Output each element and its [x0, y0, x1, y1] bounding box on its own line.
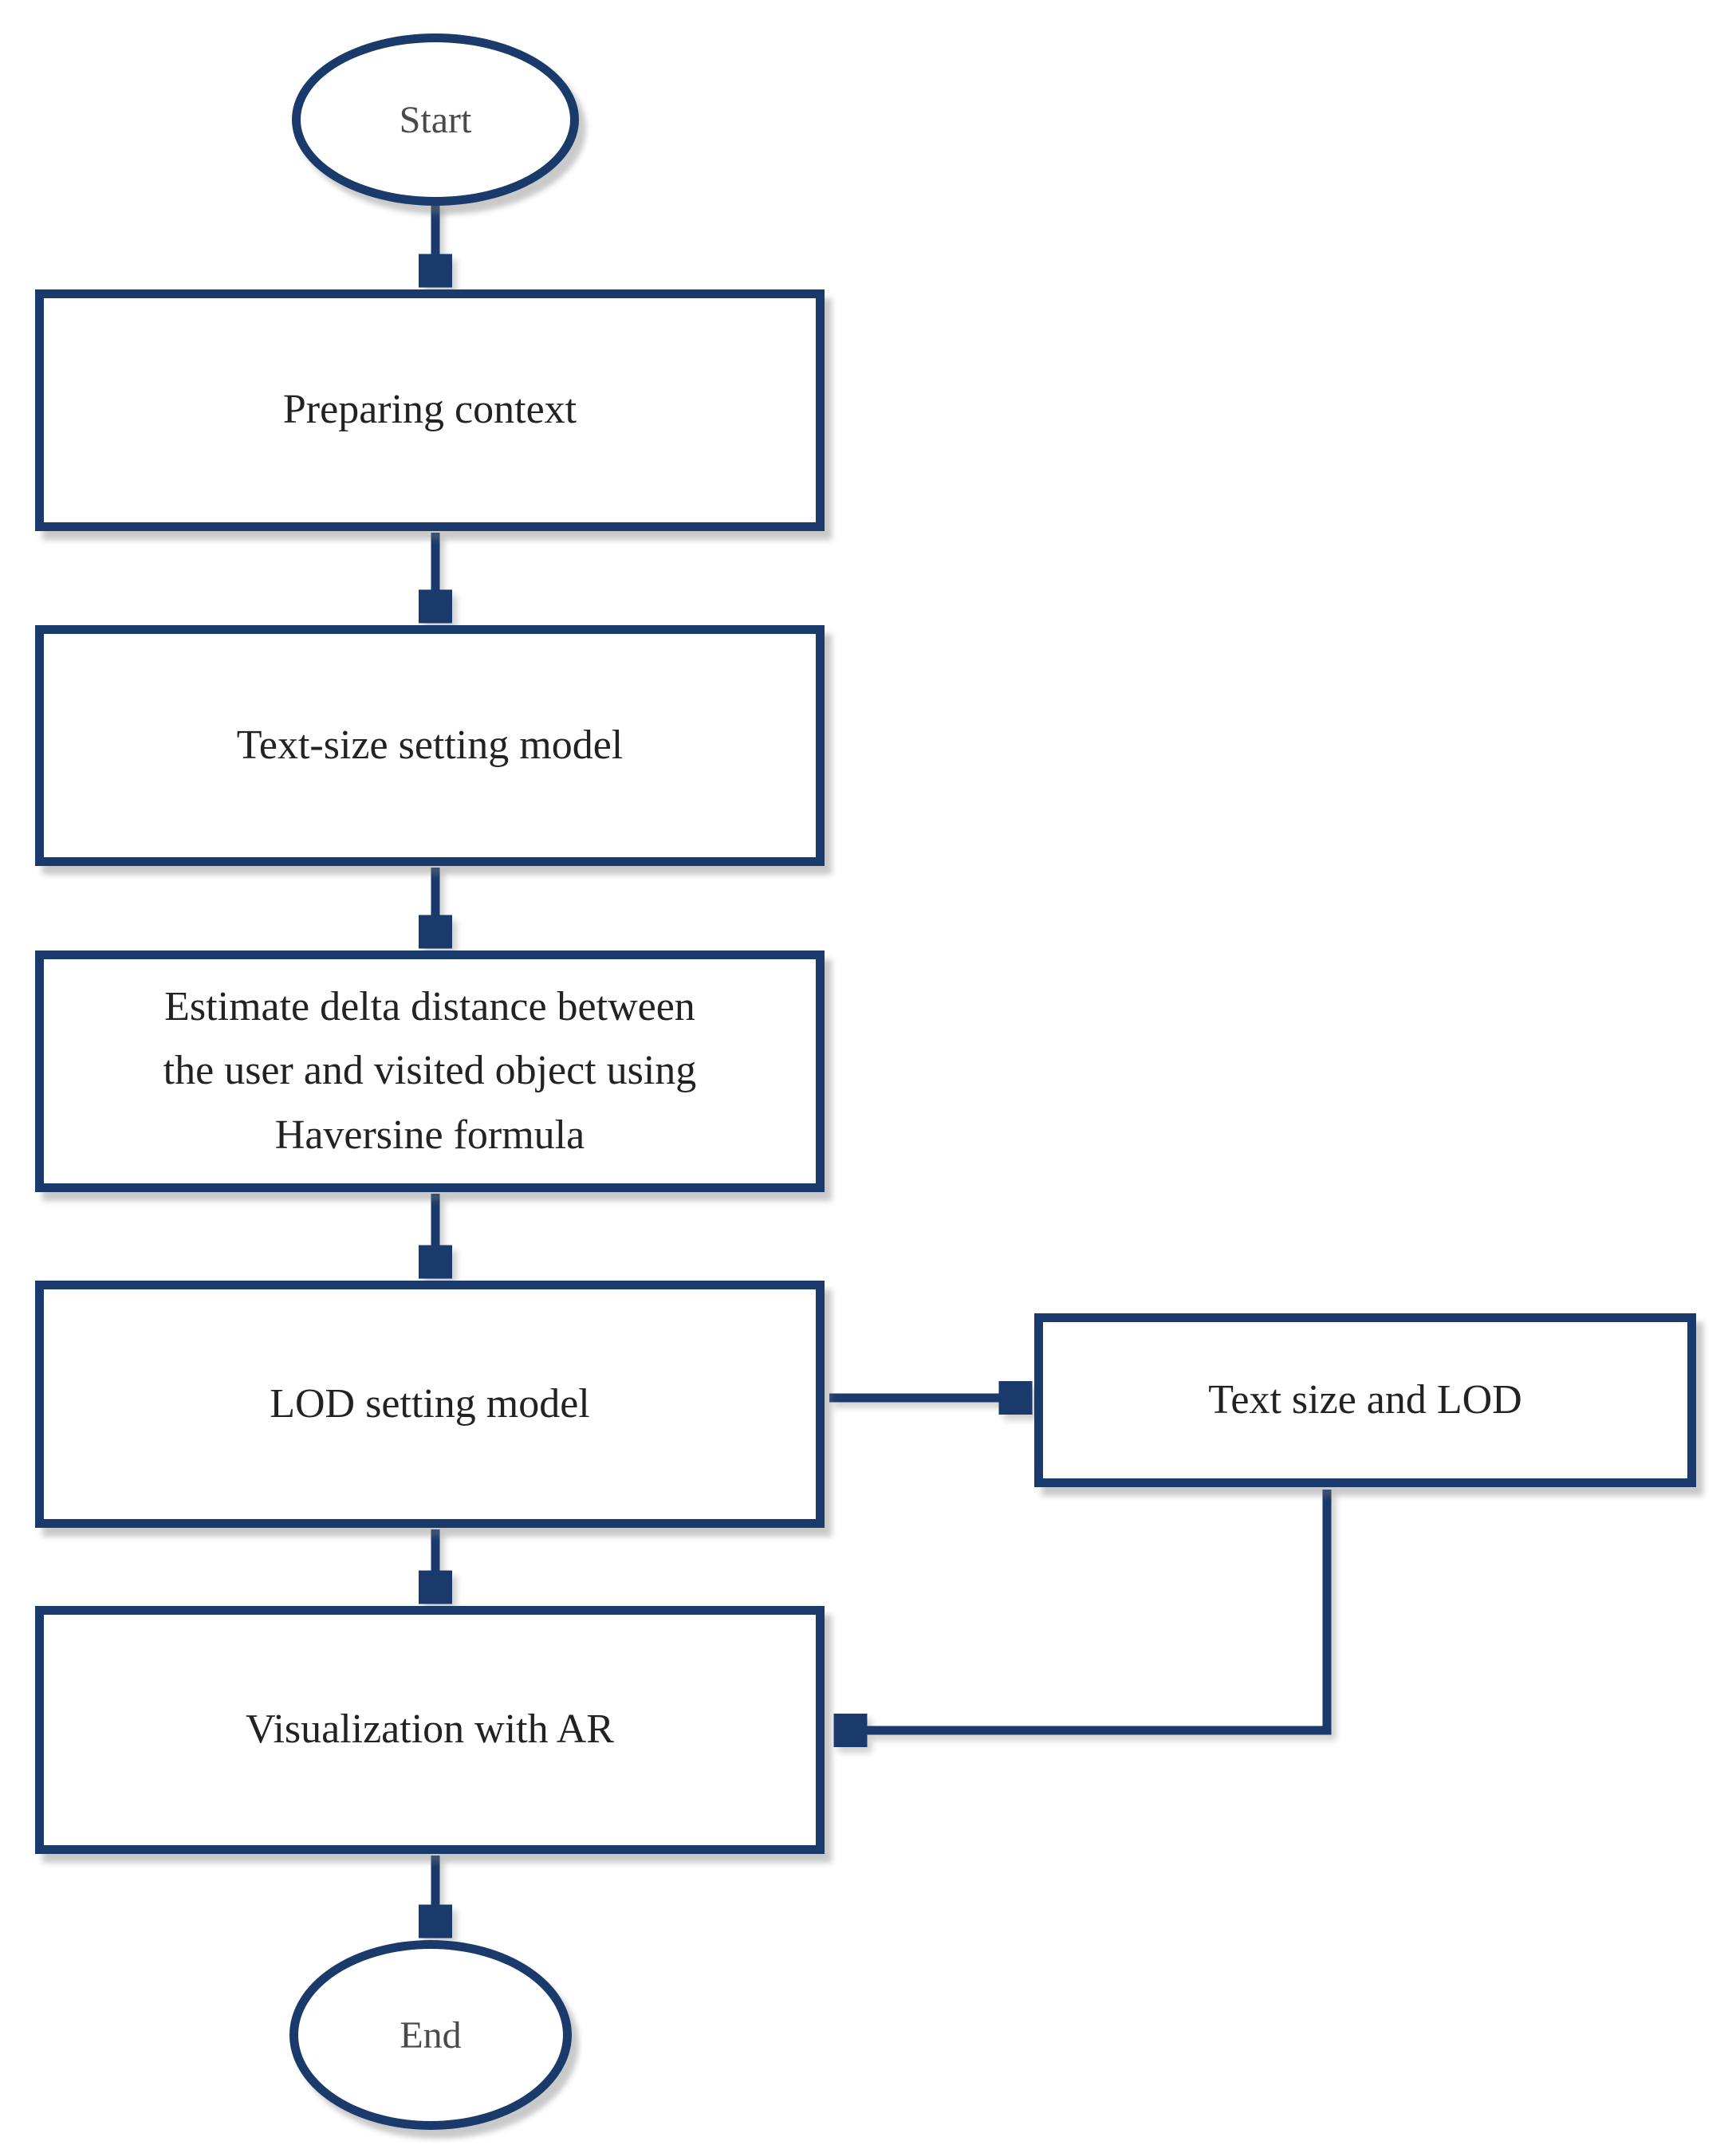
node-lod-setting-model: LOD setting model — [35, 1281, 825, 1528]
node-preparing-context-label: Preparing context — [282, 387, 577, 433]
node-end-label: End — [400, 2013, 462, 2057]
node-visualization-with-ar: Visualization with AR — [35, 1606, 825, 1854]
node-text-size-setting-model-label: Text-size setting model — [236, 722, 624, 768]
arrow-textlod-to-visualization — [839, 1490, 1332, 1730]
node-start-label: Start — [399, 98, 472, 141]
node-text-size-and-lod: Text size and LOD — [1034, 1313, 1696, 1487]
node-visualization-with-ar-label: Visualization with AR — [246, 1706, 614, 1753]
node-start: Start — [292, 33, 579, 206]
node-estimate-delta-distance: Estimate delta distance between the user… — [35, 951, 825, 1192]
node-text-size-setting-model: Text-size setting model — [35, 625, 825, 866]
node-lod-setting-model-label: LOD setting model — [270, 1380, 590, 1427]
node-preparing-context: Preparing context — [35, 289, 825, 531]
node-estimate-delta-distance-label: Estimate delta distance between the user… — [163, 983, 697, 1158]
node-end: End — [289, 1940, 572, 2130]
node-text-size-and-lod-label: Text size and LOD — [1208, 1376, 1522, 1423]
